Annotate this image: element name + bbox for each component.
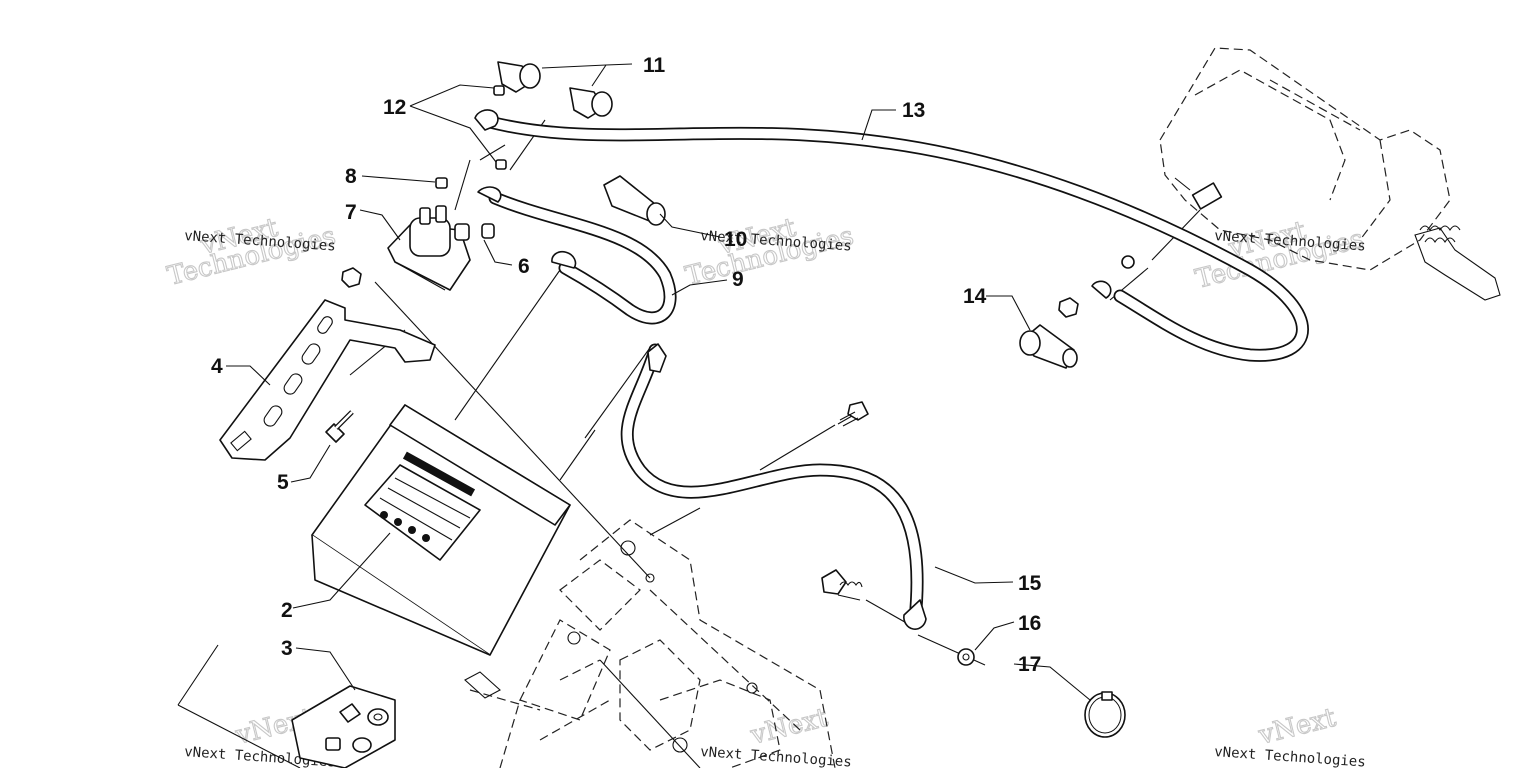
- battery-bracket-4: [219, 299, 436, 461]
- callout-leaders: [226, 63, 1091, 701]
- nut-small: [341, 267, 362, 288]
- callout-9: 9: [732, 268, 744, 291]
- leader-lines: [177, 119, 1201, 768]
- callout-13: 13: [902, 99, 925, 122]
- terminal-boot-10: [603, 175, 666, 226]
- callout-12: 12: [383, 96, 406, 119]
- callout-7: 7: [345, 201, 357, 224]
- terminal-boot-11-b: [569, 87, 613, 119]
- callout-16: 16: [1018, 612, 1041, 635]
- lock-washer-14: [1121, 255, 1135, 269]
- hose-clamp-17: [1084, 691, 1126, 738]
- callout-17: 17: [1018, 653, 1041, 676]
- callout-6: 6: [518, 255, 530, 278]
- frame-bolt: [821, 569, 863, 601]
- starter-solenoid-7: [387, 205, 495, 291]
- bolt-5: [325, 410, 354, 443]
- callout-11: 11: [643, 54, 666, 77]
- callout-10: 10: [724, 228, 747, 251]
- callout-4: 4: [211, 355, 223, 378]
- callout-3: 3: [281, 637, 293, 660]
- callout-8: 8: [345, 165, 357, 188]
- terminal-boot-11-a: [497, 61, 541, 93]
- watermark-brand-big: vNext: [1255, 703, 1339, 751]
- watermark-brand-big: vNext: [747, 703, 831, 751]
- nut-12-b: [495, 159, 507, 170]
- terminal-cover-14: [1019, 324, 1078, 369]
- star-washer-16: [957, 648, 975, 666]
- callout-labels: 2 3 4 5 6 7 8 9 10 11 12 13 14 15 16 17: [211, 54, 1042, 676]
- callout-14: 14: [963, 285, 987, 308]
- watermark-brand-small: vNext Technologies: [1214, 744, 1366, 768]
- nut-12-a: [493, 85, 505, 96]
- hardware-kit-3: [291, 685, 396, 768]
- nut-8: [435, 177, 448, 189]
- engine-frame: [464, 519, 836, 768]
- ground-bolt: [837, 401, 869, 427]
- battery-cable-positive-13: [474, 109, 1309, 362]
- ground-cable-15: [620, 343, 927, 630]
- watermark-brand-small: vNext Technologies: [700, 744, 852, 768]
- callout-2: 2: [281, 599, 293, 622]
- starter-motor: [1159, 47, 1501, 301]
- callout-15: 15: [1018, 572, 1042, 595]
- solenoid-cable-9: [477, 186, 677, 325]
- callout-5: 5: [277, 471, 289, 494]
- nut-14: [1058, 297, 1079, 318]
- battery-2: [311, 404, 571, 656]
